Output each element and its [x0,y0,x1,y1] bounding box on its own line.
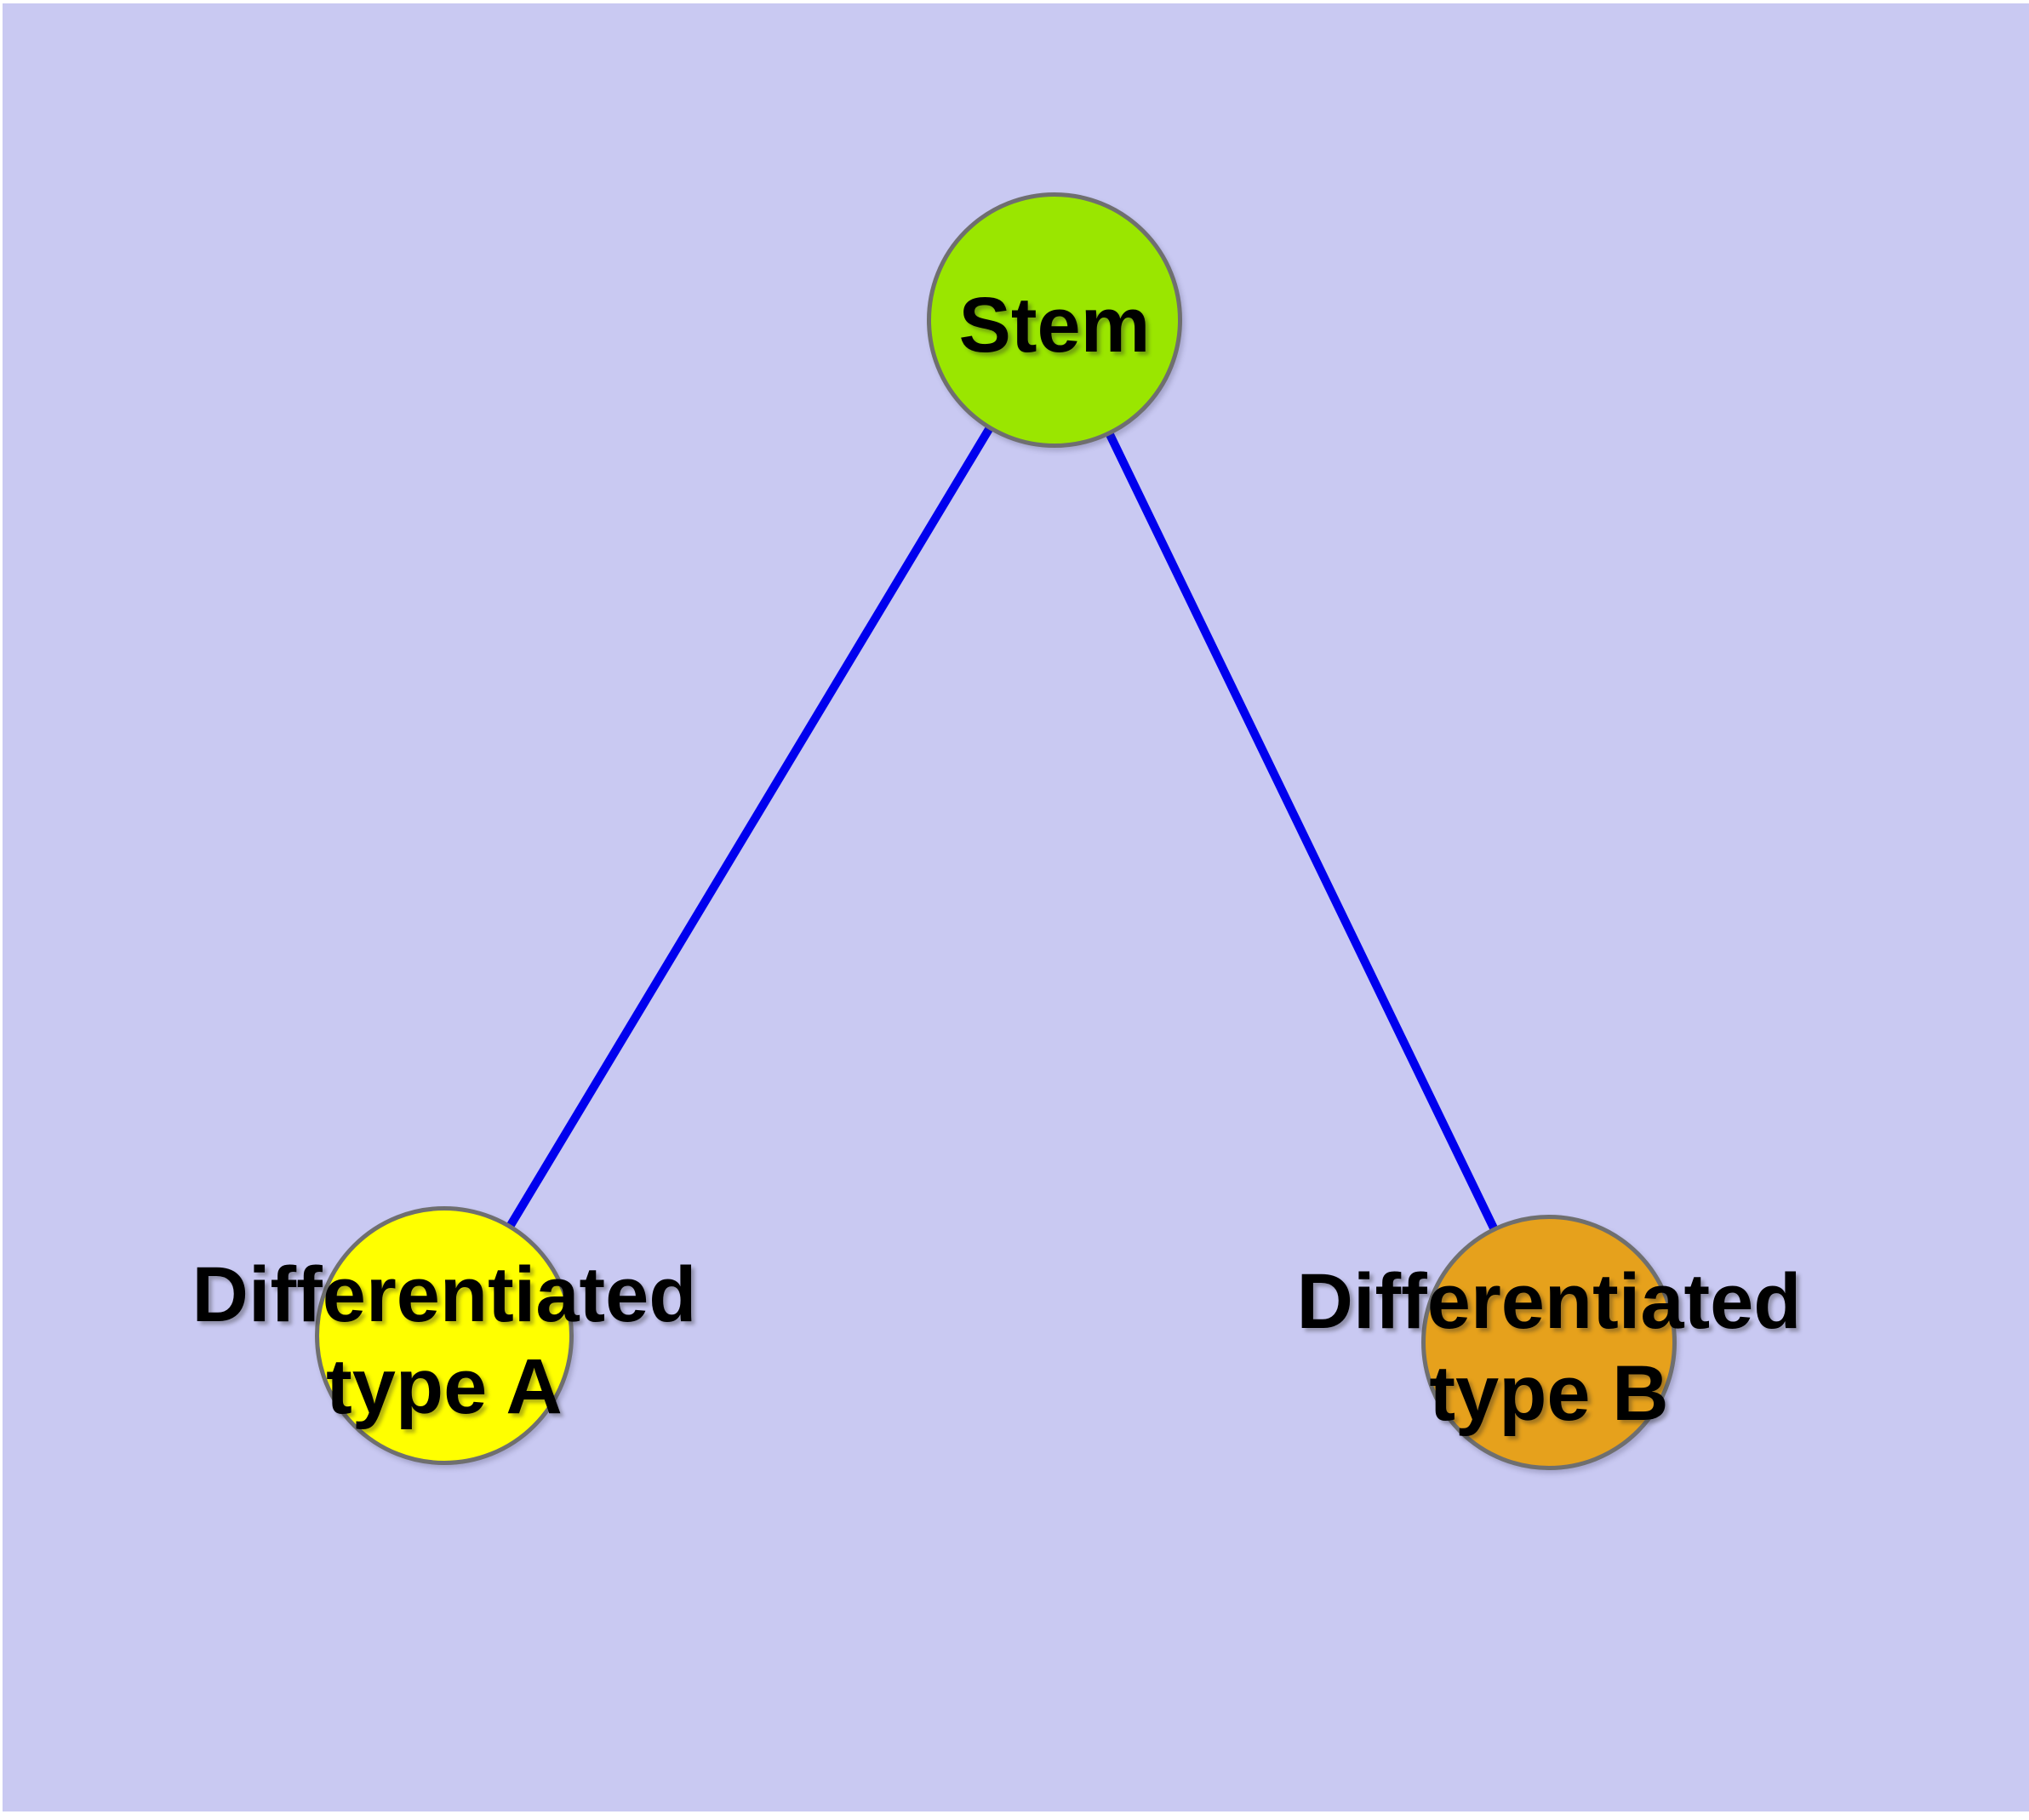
edge-stem-to-differentiated-type-b [1050,318,1553,1345]
edge-stem-to-differentiated-type-a [440,318,1059,1338]
edges-layer [440,318,1553,1345]
node-stem[interactable] [927,192,1182,448]
node-differentiated-type-b[interactable] [1421,1215,1677,1470]
node-differentiated-type-a[interactable] [315,1206,574,1465]
